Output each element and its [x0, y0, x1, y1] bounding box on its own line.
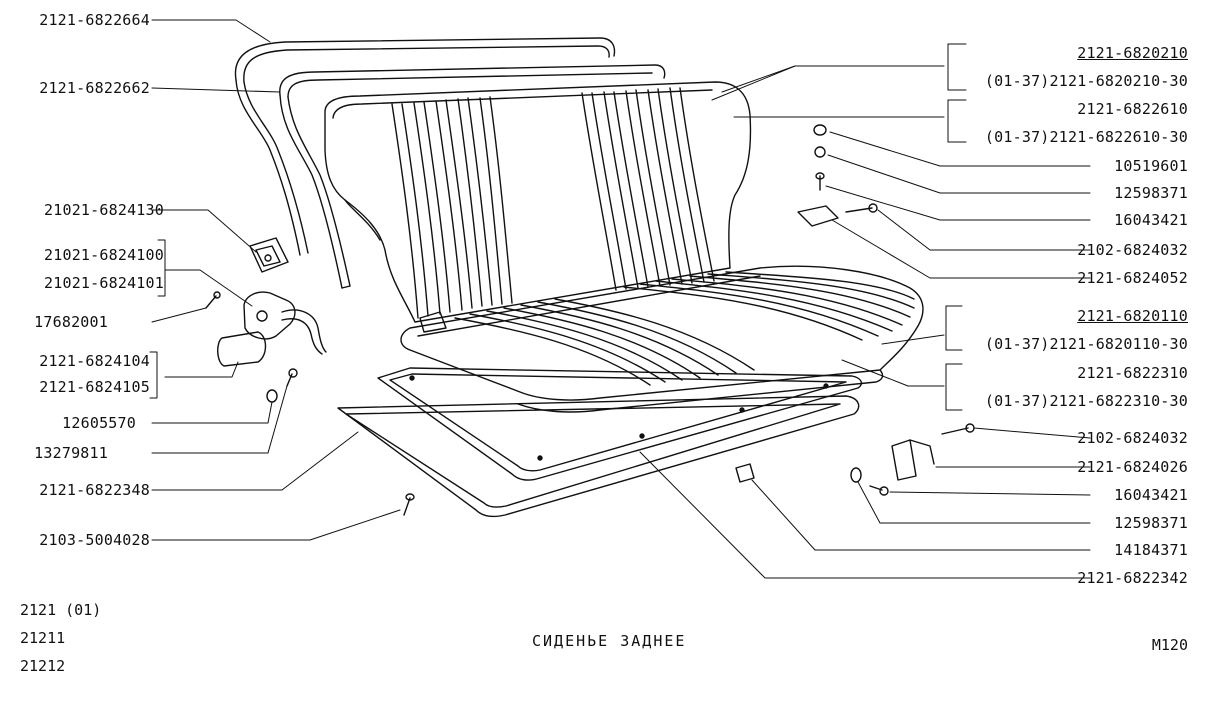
- bolt-left: [286, 368, 298, 387]
- callout-right-14: 2102-6824032: [1077, 429, 1188, 447]
- callout-left-12: 2103-5004028: [39, 531, 150, 549]
- callout-left-4: 21021-6824100: [44, 246, 164, 264]
- bolt-right-lower: [869, 485, 889, 496]
- callout-right-6: 12598371: [1114, 184, 1188, 202]
- lock-handle: [243, 291, 327, 355]
- callout-left-2: 2121-6822662: [39, 79, 150, 97]
- callout-left-11: 2121-6822348: [39, 481, 150, 499]
- washer-upper-1: [813, 124, 827, 136]
- back-middle-frame: [279, 64, 666, 289]
- callout-right-13: (01-37)2121-6822310-30: [984, 392, 1188, 410]
- callout-right-16: 16043421: [1114, 486, 1188, 504]
- callout-right-1: 2121-6820210: [1077, 44, 1188, 62]
- model-label-3: 21212: [20, 657, 66, 675]
- callout-left-8: 2121-6824105: [39, 378, 150, 396]
- bolt-upper: [815, 172, 825, 191]
- callout-right-11: (01-37)2121-6820110-30: [984, 335, 1188, 353]
- sheet-number: M120: [1151, 636, 1188, 654]
- callout-right-4: (01-37)2121-6822610-30: [984, 128, 1188, 146]
- callout-right-18: 14184371: [1114, 541, 1188, 559]
- screw-left-lower: [403, 493, 415, 516]
- washer-upper-2: [814, 146, 826, 158]
- callout-left-7: 2121-6824104: [39, 352, 150, 370]
- callout-right-15: 2121-6824026: [1077, 458, 1188, 476]
- hinge-bracket-left: [249, 237, 289, 273]
- seat-bottom-rail: [337, 395, 860, 518]
- seat-cushion: [400, 265, 924, 413]
- callout-right-12: 2121-6822310: [1077, 364, 1188, 382]
- diagram-title: СИДЕНЬЕ ЗАДНЕЕ: [532, 632, 687, 650]
- callout-left-1: 2121-6822664: [39, 11, 150, 29]
- seat-base-frame: [377, 367, 863, 481]
- callout-right-5: 10519601: [1114, 157, 1188, 175]
- washer-left: [266, 389, 278, 403]
- callout-left-10: 13279811: [34, 444, 108, 462]
- callout-right-8: 2102-6824032: [1077, 241, 1188, 259]
- screw-left-upper: [205, 291, 221, 309]
- lock-plate: [217, 331, 267, 367]
- leader-lines: [149, 19, 1091, 579]
- callout-right-7: 16043421: [1114, 211, 1188, 229]
- callout-right-3: 2121-6822610: [1077, 100, 1188, 118]
- callout-left-6: 17682001: [34, 313, 108, 331]
- callout-left-5: 21021-6824101: [44, 274, 164, 292]
- model-label-2: 21211: [20, 629, 66, 647]
- washer-right-lower: [850, 467, 862, 483]
- callout-right-17: 12598371: [1114, 514, 1188, 532]
- callout-right-19: 2121-6822342: [1077, 569, 1188, 587]
- clip-right: [735, 463, 755, 483]
- callout-right-9: 2121-6824052: [1077, 269, 1188, 287]
- hinge-plate-upper: [797, 203, 878, 227]
- seat-back: [324, 81, 752, 323]
- callout-right-2: (01-37)2121-6820210-30: [984, 72, 1188, 90]
- callout-left-9: 12605570: [62, 414, 136, 432]
- callout-left-3: 21021-6824130: [44, 201, 164, 219]
- callout-right-10: 2121-6820110: [1077, 307, 1188, 325]
- back-outer-frame: [234, 37, 616, 256]
- model-label-1: 2121 (01): [20, 601, 102, 619]
- hinge-bracket-right: [891, 423, 975, 481]
